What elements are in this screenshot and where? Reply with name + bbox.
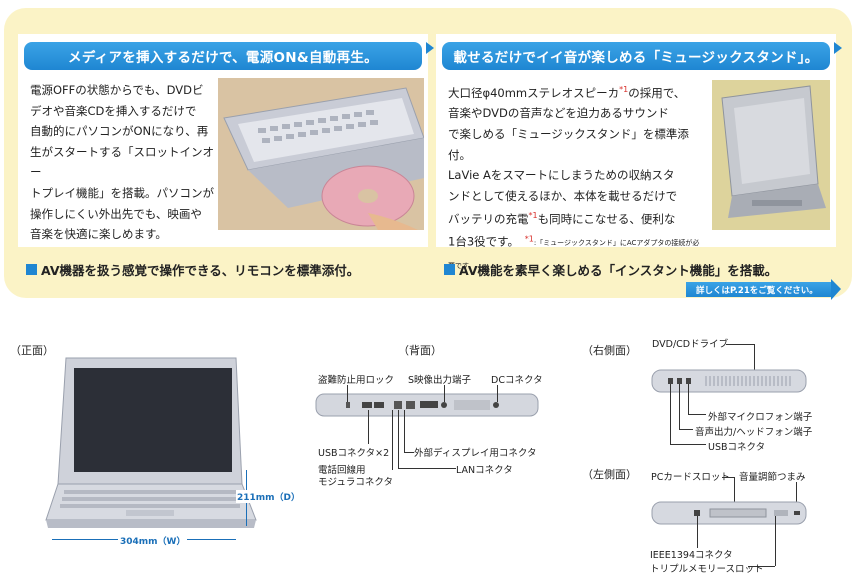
square-bullet-icon	[444, 264, 455, 275]
dvd-cd-drive-callout: DVD/CDドライブ	[652, 339, 729, 350]
depth-dimension: 211mm（D）	[236, 490, 302, 503]
callout-line	[697, 516, 698, 548]
footnote-mark: *1	[528, 211, 538, 221]
text-line: 音楽やDVDの音声などを迫力あるサウンド	[448, 106, 669, 121]
text-line: 1台3役です。 *1:「ミュージックスタンド」にACアダプタの接続が必要です。	[448, 234, 700, 270]
callout-line	[734, 477, 735, 507]
callout-line	[670, 444, 706, 445]
microphone-jack-callout: 外部マイクロフォン端子	[708, 412, 813, 423]
callout-line	[670, 384, 671, 444]
left-side-view-label: （左側面）	[582, 468, 637, 481]
laptop-disc-illustration	[218, 78, 424, 230]
callout-line	[398, 468, 456, 469]
callout-line	[679, 429, 693, 430]
slot-in-autoplay-card: メディアを挿入するだけで、電源ON&自動再生。 電源OFFの状態からでも、DVD…	[18, 34, 434, 247]
callout-line	[748, 566, 775, 567]
callout-line	[347, 385, 348, 402]
slot-in-autoplay-title: メディアを挿入するだけで、電源ON&自動再生。	[24, 42, 422, 70]
footnote: *1:「ミュージックスタンド」にACアダプタの接続が必要です。	[448, 234, 700, 270]
instant-function-feature: AV機能を素早く楽しめる「インスタント機能」を搭載。	[444, 260, 777, 279]
footnote-mark: *1	[619, 85, 629, 94]
callout-line	[688, 414, 706, 415]
see-page-21-link[interactable]: 詳しくはP.21をご覧ください。	[686, 279, 841, 300]
external-display-callout: 外部ディスプレイ用コネクタ	[414, 448, 537, 459]
text-line: 大口径φ40mmステレオスピーカ*1の採用で、	[448, 85, 686, 100]
right-side-illustration	[651, 369, 807, 393]
modem-connector-callout-line2: モジュラコネクタ	[318, 477, 393, 488]
triple-memory-slot-callout: トリプルメモリースロット	[650, 564, 764, 575]
back-view-illustration	[315, 393, 539, 417]
front-view-laptop-illustration	[45, 357, 257, 528]
ieee1394-connector-callout: IEEE1394コネクタ	[650, 550, 733, 561]
usb-connector-right-callout: USBコネクタ	[708, 442, 766, 453]
text-line: 操作しにくい外出先でも、映画や	[30, 206, 202, 221]
width-dimension: 304mm（W）	[118, 534, 188, 547]
text-line: ンドとして使えるほか、本体を載せるだけで	[448, 188, 678, 203]
callout-line	[688, 384, 689, 414]
banner-tail-decoration	[426, 42, 434, 54]
callout-line	[726, 344, 754, 345]
music-stand-illustration	[712, 80, 830, 230]
text-line: 自動的にパソコンがONになり、再	[30, 124, 209, 139]
callout-line	[722, 477, 734, 478]
banner-tail-decoration	[834, 42, 842, 54]
remote-control-feature: AV機器を扱う感覚で操作できる、リモコンを標準添付。	[26, 260, 359, 279]
pc-card-slot-callout: PCカードスロット	[651, 472, 730, 483]
dvd-insert-photo	[218, 78, 424, 230]
callout-line	[497, 385, 498, 402]
callout-line	[754, 344, 755, 374]
text-line: デオや音楽CDを挿入するだけで	[30, 103, 197, 118]
callout-line	[392, 410, 393, 470]
volume-knob-callout: 音量調節つまみ	[739, 472, 806, 483]
text-line: 音楽を快適に楽しめます。	[30, 227, 167, 242]
left-side-illustration	[651, 501, 807, 525]
callout-line	[775, 516, 776, 566]
callout-line	[398, 410, 399, 468]
text-line: バッテリの充電*1も同時にこなせる、便利な	[448, 211, 676, 227]
callout-line	[404, 452, 414, 453]
text-line: トプレイ機能」を搭載。パソコンが	[30, 185, 214, 200]
callout-line	[679, 384, 680, 429]
text-line: 電源OFFの状態からでも、DVDビ	[30, 83, 204, 97]
lan-connector-callout: LANコネクタ	[456, 465, 513, 476]
callout-line	[368, 410, 369, 444]
callout-line	[404, 410, 405, 452]
usb-connectors-back-callout: USBコネクタ×2	[318, 448, 390, 459]
feature-panel: メディアを挿入するだけで、電源ON&自動再生。 電源OFFの状態からでも、DVD…	[4, 8, 852, 300]
music-stand-card: 載せるだけでイイ音が楽しめる「ミュージックスタンド」。 大口径φ40mmステレオ…	[436, 34, 842, 270]
callout-line	[796, 482, 797, 506]
text-line: 生がスタートする「スロットインオー	[30, 144, 214, 180]
text-line: LaVie Aをスマートにしまうための収納スタ	[448, 168, 675, 183]
dc-connector-callout: DCコネクタ	[491, 375, 543, 386]
square-bullet-icon	[26, 264, 37, 275]
back-view-label: （背面）	[398, 344, 442, 357]
right-side-view-label: （右側面）	[582, 344, 637, 357]
slot-in-autoplay-description: 電源OFFの状態からでも、DVDビ デオや音楽CDを挿入するだけで 自動的にパソ…	[30, 80, 216, 245]
text-line: で楽しめる「ミュージックスタンド」を標準添付。	[448, 127, 689, 162]
anti-theft-lock-callout: 盗難防止用ロック	[318, 375, 395, 386]
front-view-label: （正面）	[10, 344, 54, 357]
callout-line	[444, 385, 445, 402]
music-stand-description: 大口径φ40mmステレオスピーカ*1の採用で、 音楽やDVDの音声などを迫力ある…	[448, 80, 704, 276]
music-stand-photo	[712, 80, 830, 230]
headphone-jack-callout: 音声出力/ヘッドフォン端子	[695, 427, 813, 438]
modem-connector-callout-line1: 電話回線用	[318, 465, 366, 476]
s-video-port-callout: S映像出力端子	[408, 375, 472, 386]
music-stand-title: 載せるだけでイイ音が楽しめる「ミュージックスタンド」。	[442, 42, 830, 70]
